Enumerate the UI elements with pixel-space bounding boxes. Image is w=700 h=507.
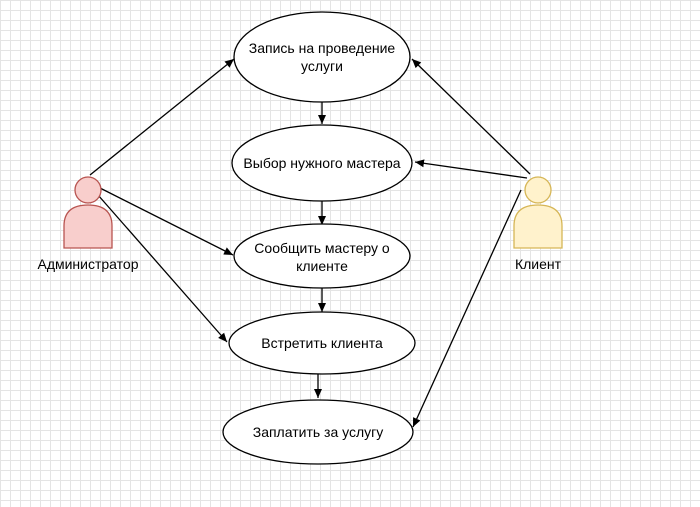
use-case-1-label-line1: Запись на проведение xyxy=(249,40,396,56)
use-case-4: Встретить клиента xyxy=(228,311,416,375)
actor-client: Клиент xyxy=(513,176,563,272)
use-case-5-label: Заплатить за услугу xyxy=(253,424,384,440)
actor-client-body-icon xyxy=(513,204,563,249)
actor-administrator: Администратор xyxy=(37,176,139,272)
use-case-2-shape xyxy=(231,124,413,202)
actor-administrator-body-icon xyxy=(63,204,113,249)
use-case-5: Заплатить за услугу xyxy=(222,399,414,465)
edge-admin-uc3 xyxy=(99,187,234,256)
use-case-1-label-line2: услуги xyxy=(301,58,343,74)
use-case-4-shape xyxy=(228,311,416,375)
use-case-1-shape xyxy=(233,11,411,103)
use-case-3-label-line2: клиенте xyxy=(296,258,348,274)
edge-admin-uc1 xyxy=(89,58,235,176)
connectors xyxy=(89,58,531,428)
actor-client-label: Клиент xyxy=(515,256,562,272)
edge-client-uc1 xyxy=(411,58,531,175)
use-case-5-shape xyxy=(222,399,414,465)
use-case-2-label: Выбор нужного мастера xyxy=(243,155,400,171)
use-case-3: Сообщить мастеру о клиенте xyxy=(233,223,411,289)
use-case-3-shape xyxy=(233,223,411,289)
actor-administrator-head-icon xyxy=(74,176,102,204)
use-case-3-label-line1: Сообщить мастеру о xyxy=(254,240,390,256)
actor-client-head-icon xyxy=(524,176,552,204)
use-case-1: Запись на проведение услуги xyxy=(233,11,411,103)
actor-administrator-label: Администратор xyxy=(37,256,138,272)
edge-admin-uc4 xyxy=(97,194,228,343)
use-case-2: Выбор нужного мастера xyxy=(231,124,413,202)
edge-client-uc5 xyxy=(412,189,522,428)
edge-client-uc2 xyxy=(414,159,528,179)
use-case-4-label: Встретить клиента xyxy=(261,335,383,351)
